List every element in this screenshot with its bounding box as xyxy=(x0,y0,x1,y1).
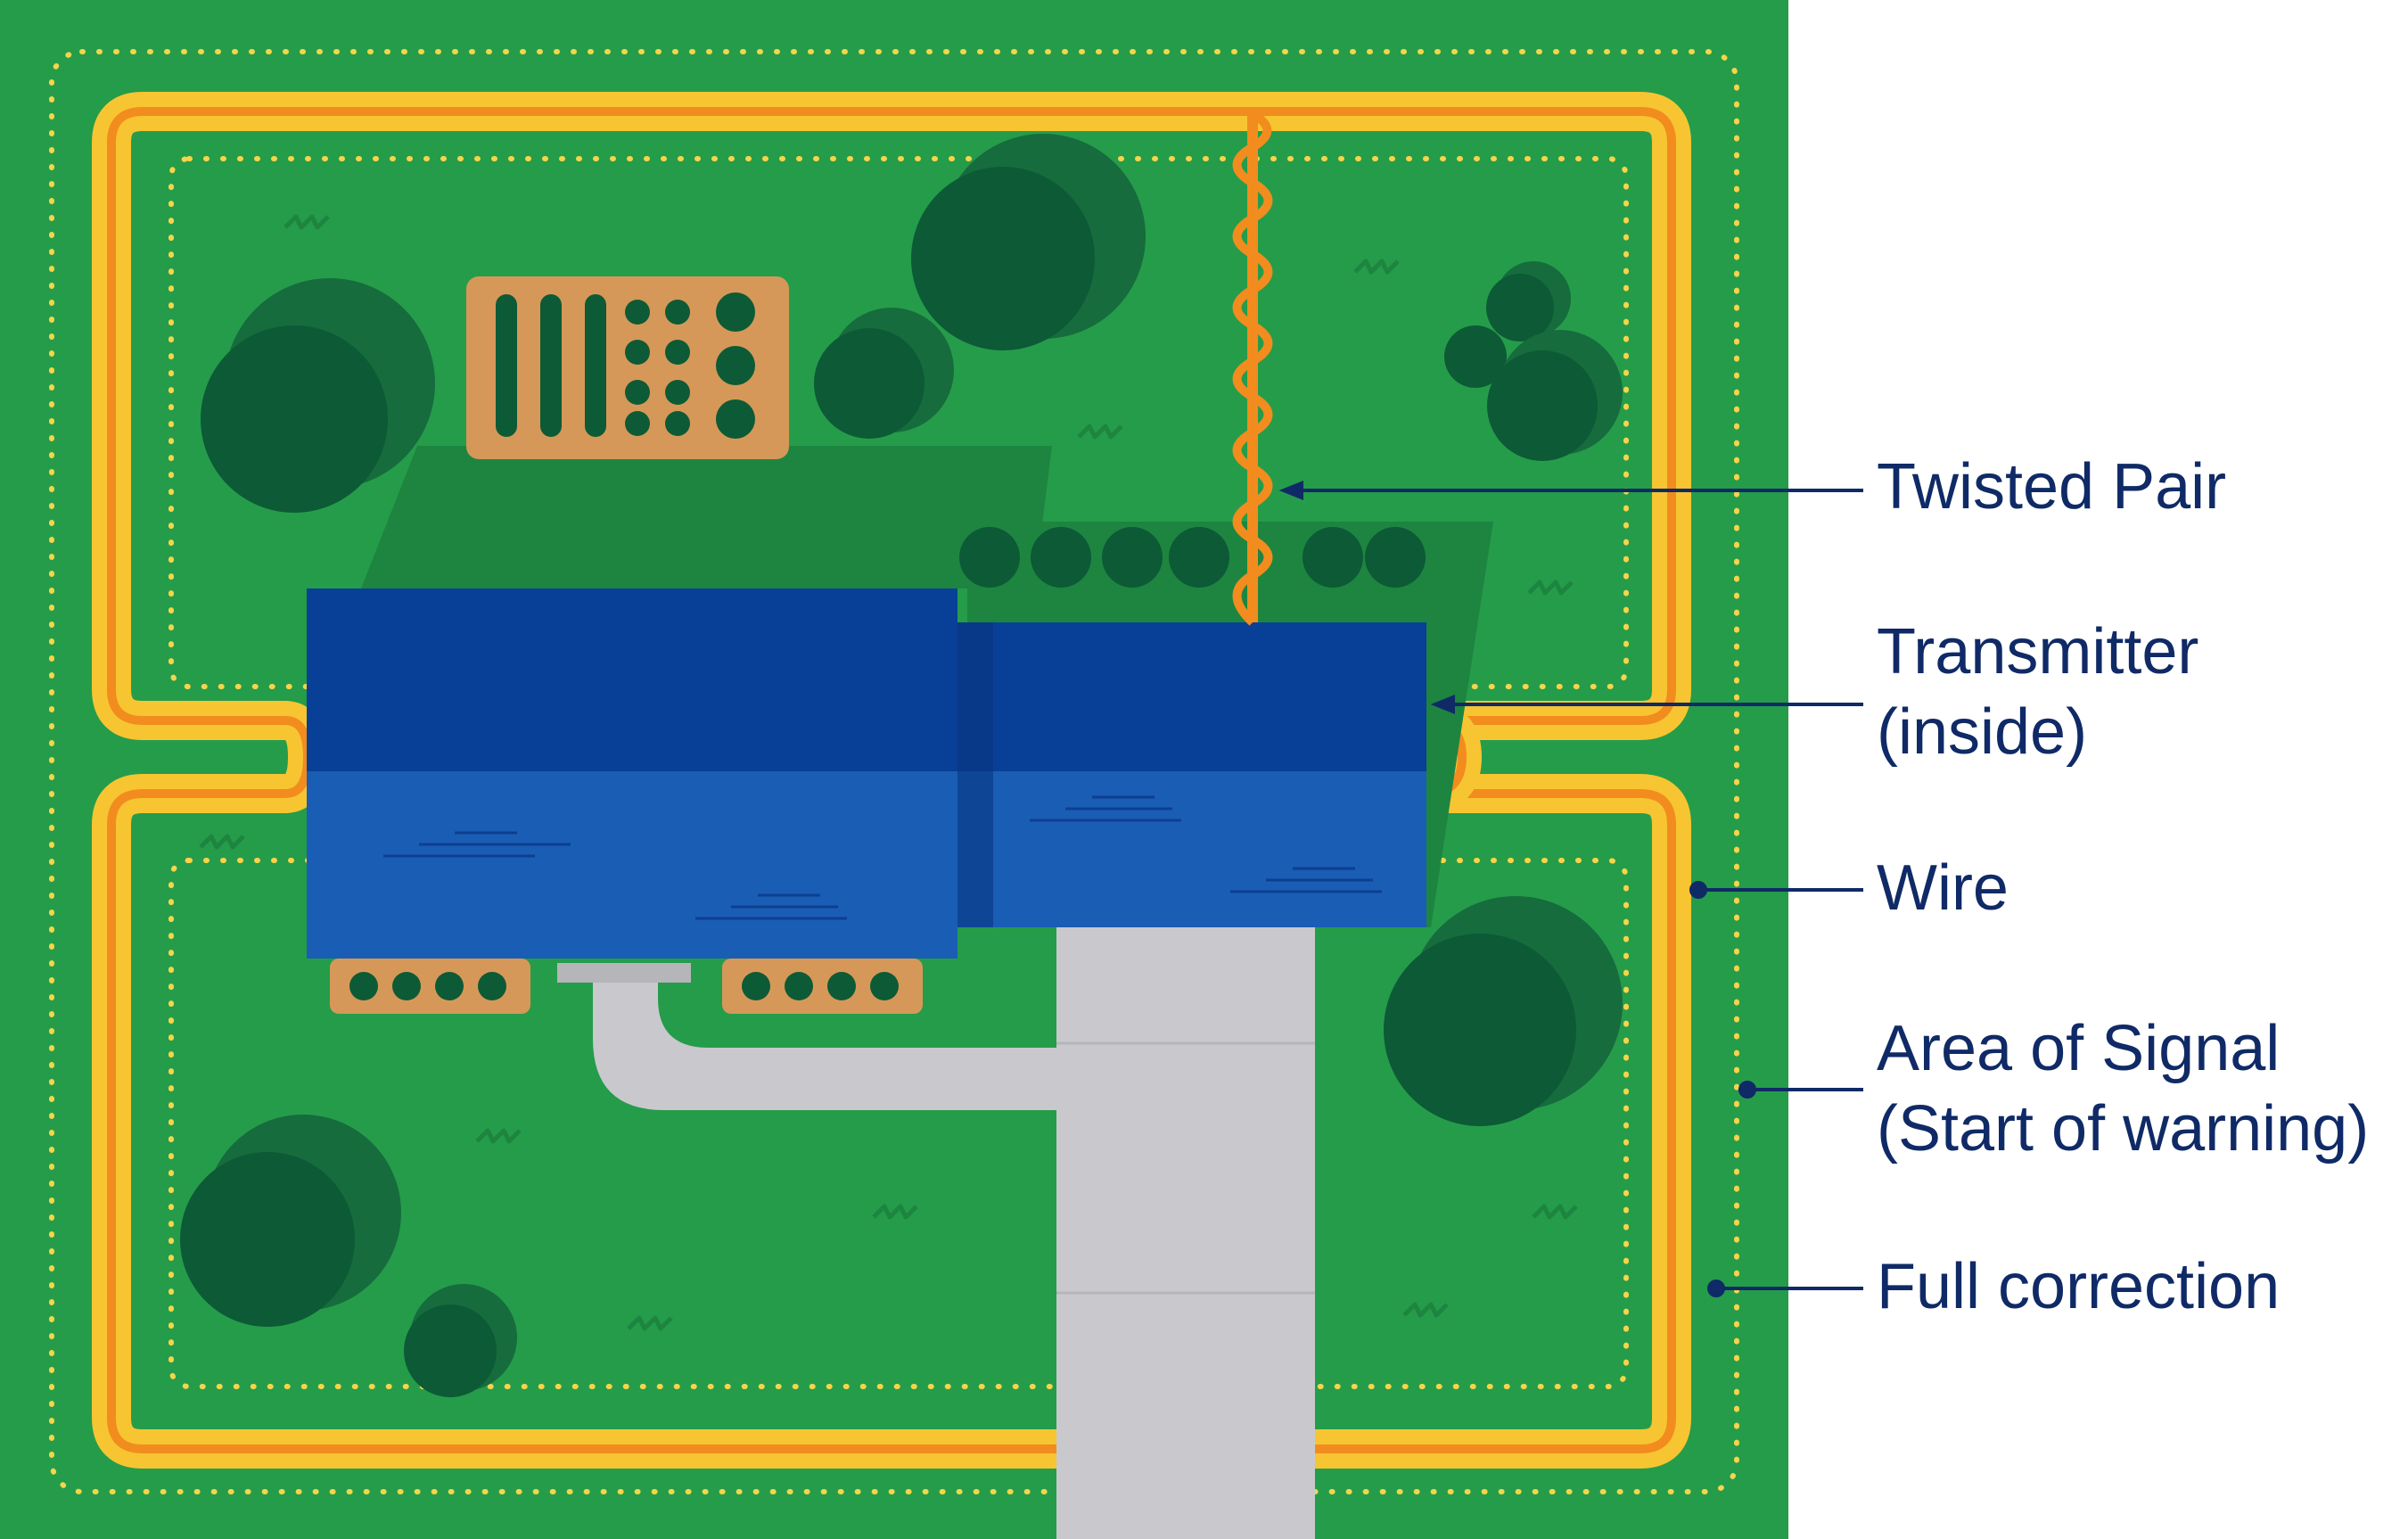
house xyxy=(307,588,1426,959)
label-area-of-signal: Area of Signal xyxy=(1877,1013,2280,1084)
shrub-icon xyxy=(404,1284,517,1397)
tree-icon xyxy=(1487,330,1623,461)
grass-tuft-icon xyxy=(199,214,1578,1331)
label-twisted-pair: Twisted Pair xyxy=(1877,451,2226,523)
full-correction-callout xyxy=(1707,1280,1863,1297)
label-wire: Wire xyxy=(1877,852,2009,924)
driveway xyxy=(1056,927,1315,1539)
label-full-correction: Full correction xyxy=(1877,1251,2280,1322)
tree-icon xyxy=(201,278,435,513)
label-transmitter-inside: (inside) xyxy=(1877,696,2087,768)
twisted-pair-callout xyxy=(1278,481,1863,500)
wire-callout xyxy=(1689,881,1863,899)
walkway xyxy=(557,963,1056,1110)
shrub-icon xyxy=(1444,261,1571,388)
tree-icon xyxy=(1384,896,1623,1126)
label-start-of-warning: (Start of warning) xyxy=(1877,1093,2369,1165)
hedge-row xyxy=(959,527,1426,588)
garden-bed-icon xyxy=(330,959,530,1014)
brick-pattern-icon xyxy=(383,795,1382,920)
outer-signal-boundary xyxy=(49,49,1739,1494)
twisted-pair-wire xyxy=(1232,107,1273,626)
tree-icon xyxy=(180,1115,401,1327)
shrub-icon xyxy=(814,308,954,439)
label-transmitter: Transmitter xyxy=(1877,616,2198,687)
garden-bed-icon xyxy=(722,959,923,1014)
garden-bed-icon xyxy=(466,276,789,459)
house-shadow xyxy=(361,446,1052,588)
signal-area-callout xyxy=(1738,1081,1863,1099)
transmitter-callout xyxy=(1430,695,1863,714)
tree-icon xyxy=(911,134,1146,350)
